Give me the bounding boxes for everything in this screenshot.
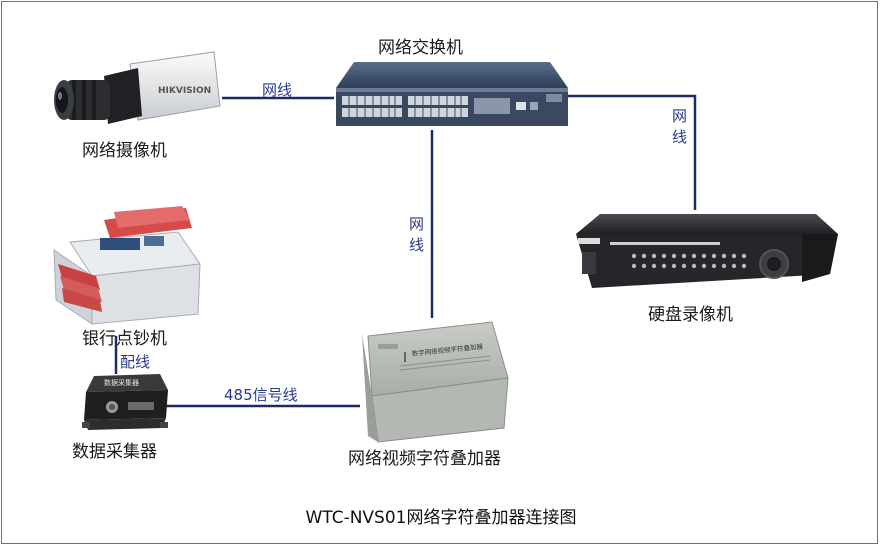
collector-label: 数据采集器 — [72, 442, 157, 462]
overlay-label: 网络视频字符叠加器 — [348, 449, 501, 469]
wire-switch-dvr — [568, 94, 697, 210]
camera-brand: HIKVISION — [158, 86, 211, 96]
wire-label-camera-switch: 网线 — [262, 81, 293, 99]
switch-label: 网络交换机 — [378, 38, 463, 58]
wire-label-switch-overlay: 网线 — [407, 216, 425, 258]
diagram-title: WTC-NVS01网络字符叠加器连接图 — [305, 508, 577, 528]
camera-label: 网络摄像机 — [82, 141, 167, 161]
wire-label-switch-dvr: 网线 — [670, 108, 688, 150]
data-collector: 数据采集器 — [82, 374, 168, 430]
banknote-counter — [53, 206, 201, 325]
wire-label-counter-collector: 配线 — [120, 353, 151, 371]
dvr-label: 硬盘录像机 — [648, 305, 733, 325]
counter-label: 银行点钞机 — [82, 329, 167, 349]
network-switch — [336, 62, 568, 126]
collector-face-text: 数据采集器 — [104, 378, 139, 387]
wire-label-collector-overlay: 485信号线 — [224, 386, 298, 404]
network-camera: HIKVISION — [54, 51, 221, 124]
dvr-recorder — [576, 214, 838, 288]
character-overlay-device: 数字网络视频字符叠加器 — [362, 321, 509, 443]
